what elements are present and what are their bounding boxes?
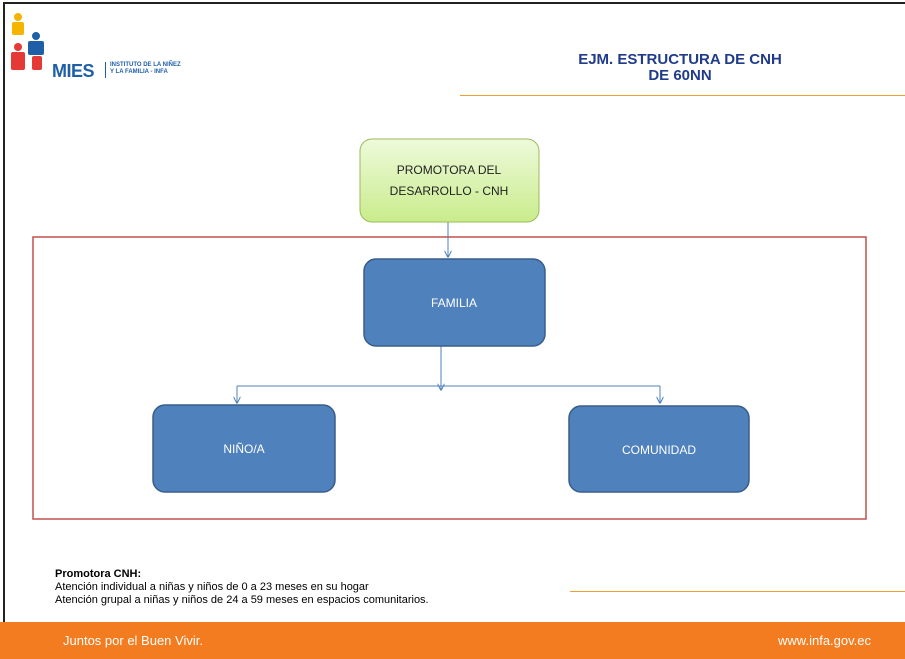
notes-block: Promotora CNH: Atención individual a niñ… [55, 568, 429, 607]
title-line1: EJM. ESTRUCTURA DE CNH [578, 51, 782, 68]
family-frame [32, 236, 867, 520]
title-underline [460, 95, 905, 96]
notes-line1: Atención individual a niñas y niños de 0… [55, 581, 369, 593]
notes-heading: Promotora CNH: [55, 568, 142, 580]
frame-top-border [3, 2, 905, 4]
nino-node: NIÑO/A [152, 404, 336, 493]
footer-slogan: Juntos por el Buen Vivir. [63, 633, 203, 648]
familia-label: FAMILIA [431, 296, 477, 310]
logo-subtitle-line1: INSTITUTO DE LA NIÑEZ [110, 62, 181, 68]
nino-label: NIÑO/A [223, 442, 264, 456]
logo-subtitle: INSTITUTO DE LA NIÑEZ Y LA FAMILIA - INF… [110, 62, 205, 76]
children-figures-icon [11, 13, 44, 70]
promotora-label-line1: PROMOTORA DEL [397, 163, 502, 177]
logo-wordmark: MIES [52, 61, 95, 81]
familia-node: FAMILIA [363, 258, 546, 347]
frame-left-border [3, 2, 5, 622]
notes-underline [570, 591, 905, 592]
comunidad-node: COMUNIDAD [568, 405, 750, 493]
footer-url: www.infa.gov.ec [778, 633, 871, 648]
mies-logo: MIES INSTITUTO DE LA NIÑEZ Y LA FAMILIA … [8, 10, 198, 81]
logo-subtitle-line2: Y LA FAMILIA - INFA [110, 69, 168, 75]
promotora-label-line2: DESARROLLO - CNH [390, 184, 509, 198]
comunidad-label: COMUNIDAD [622, 443, 696, 457]
notes-line2: Atención grupal a niñas y niños de 24 a … [55, 594, 429, 606]
page-title: EJM. ESTRUCTURA DE CNH DE 60NN [470, 52, 890, 84]
title-line2: DE 60NN [648, 67, 712, 84]
promotora-node: PROMOTORA DEL DESARROLLO - CNH [359, 138, 540, 223]
footer-bar: Juntos por el Buen Vivir. www.infa.gov.e… [0, 622, 905, 659]
logo-separator [105, 62, 106, 78]
